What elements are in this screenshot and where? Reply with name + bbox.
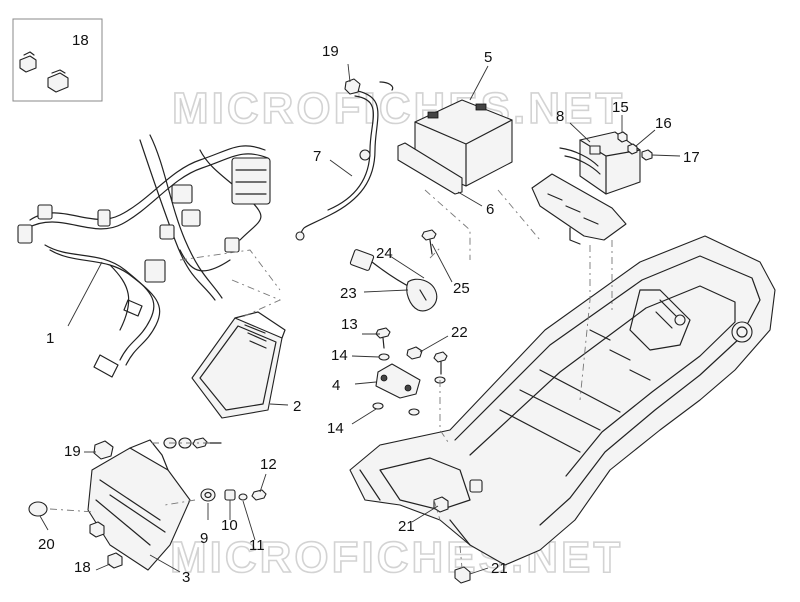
callout-21-lower: 21	[491, 560, 508, 577]
screw-25	[421, 229, 437, 255]
callout-18-bottom: 18	[74, 559, 91, 576]
watermark-bottom: MICROFICHES.NET	[170, 533, 623, 582]
callout-14-lower: 14	[327, 420, 344, 437]
callout-1: 1	[46, 330, 54, 347]
washer-lower-right	[408, 408, 420, 416]
fuse-holder-bracket	[87, 439, 191, 571]
rubber-21-upper	[433, 496, 449, 513]
callout-5: 5	[484, 49, 492, 66]
callout-12: 12	[260, 456, 277, 473]
callout-16: 16	[655, 115, 672, 132]
callout-9: 9	[200, 530, 208, 547]
callout-25: 25	[453, 280, 470, 297]
rear-subframe	[349, 235, 776, 566]
assembly-lines	[49, 189, 613, 569]
callout-6: 6	[486, 201, 494, 218]
fastener-16	[627, 143, 638, 155]
callout-14-upper: 14	[331, 347, 348, 364]
callout-23: 23	[340, 285, 357, 302]
spacer-10	[224, 489, 236, 501]
callout-22: 22	[451, 324, 468, 341]
callout-10: 10	[221, 517, 238, 534]
sensor-assembly	[349, 249, 438, 312]
fastener-17	[641, 149, 653, 161]
washer-11	[238, 493, 248, 501]
callout-11: 11	[249, 537, 265, 554]
screw-13	[375, 327, 391, 349]
callout-3: 3	[182, 569, 190, 586]
watermark-top: MICROFICHES.NET	[172, 84, 625, 133]
callout-24: 24	[376, 245, 393, 262]
nut-22	[406, 346, 423, 360]
mount-bracket	[375, 363, 421, 399]
cap-20	[28, 501, 48, 517]
cable-connector-top	[344, 78, 361, 95]
callout-13: 13	[341, 316, 358, 333]
callout-4: 4	[332, 377, 340, 394]
callout-2: 2	[293, 398, 301, 415]
fuse-relay-box	[559, 131, 641, 195]
fastener-15	[617, 131, 628, 143]
washer-14-upper	[378, 353, 390, 361]
grommet-9	[200, 488, 216, 502]
battery-pad	[397, 142, 463, 195]
callout-20: 20	[38, 536, 55, 553]
callout-numbers: 18 1 2 3 4 5 6 7 8 9 10 11 12 13 14 14 1…	[38, 32, 700, 586]
callout-18-inset: 18	[72, 32, 89, 49]
inset-box-clips	[12, 18, 103, 102]
battery-cable	[295, 81, 394, 241]
callout-8: 8	[556, 108, 564, 125]
callout-7: 7	[313, 148, 321, 165]
ecu-control-unit	[191, 311, 286, 419]
callout-21-upper: 21	[398, 518, 415, 535]
callout-17: 17	[683, 149, 700, 166]
rubber-21-lower	[454, 566, 471, 584]
screw-12	[251, 489, 267, 501]
callout-19-bottom: 19	[64, 443, 81, 460]
wiring-harness	[17, 134, 271, 378]
washer-14-lower	[372, 402, 384, 410]
screw-22-right	[433, 351, 448, 384]
callout-15: 15	[612, 99, 629, 116]
top-bracket-grommets	[163, 437, 222, 449]
callout-19-top: 19	[322, 43, 339, 60]
relay-bracket	[531, 173, 627, 245]
leader-lines	[39, 63, 681, 575]
